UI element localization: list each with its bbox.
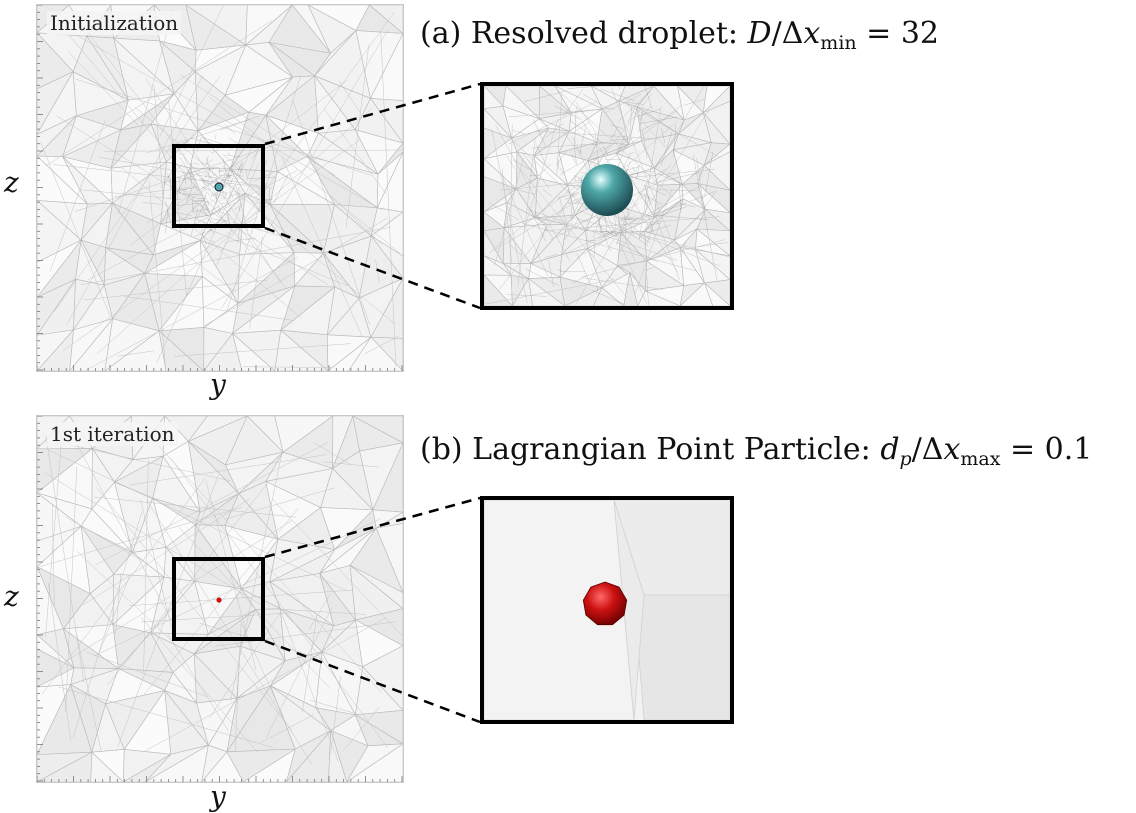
caption-b-sub: max (960, 448, 1000, 470)
panel-a-x-axis-label: y (210, 368, 226, 401)
zoom-inset-b (480, 496, 734, 724)
panel-b-x-axis-label: y (210, 780, 226, 813)
caption-b-prefix: (b) Lagrangian Point Particle: (420, 432, 880, 467)
caption-b-op: /Δ (912, 432, 944, 467)
particle-sphere (583, 582, 626, 625)
caption-b-lhs-sub: p (900, 448, 912, 470)
caption-b-var: x (943, 432, 960, 467)
caption-a-op: /Δ (772, 16, 804, 51)
droplet-sphere (581, 164, 633, 216)
zoom-inset-a (480, 82, 734, 310)
panel-b-tag: 1st iteration (47, 422, 178, 446)
zoom-mesh-b (484, 500, 730, 720)
caption-b-rhs: = 0.1 (1000, 432, 1092, 467)
caption-b-lhs: d (880, 432, 899, 467)
panel-a-caption: (a) Resolved droplet: D/Δxmin = 32 (420, 16, 939, 54)
panel-b-caption: (b) Lagrangian Point Particle: dp/Δxmax … (420, 432, 1092, 470)
zoom-selection-box-b (172, 557, 265, 641)
panel-a-tag: Initialization (47, 11, 181, 35)
panel-a-y-axis-label: z (4, 166, 19, 199)
caption-a-lhs: D (748, 16, 772, 51)
panel-b-y-axis-label: z (4, 580, 19, 613)
caption-a-sub: min (820, 32, 856, 54)
zoom-selection-box-a (172, 144, 265, 228)
caption-a-var: x (803, 16, 820, 51)
caption-a-prefix: (a) Resolved droplet: (420, 16, 748, 51)
zoom-mesh-a (484, 86, 730, 306)
caption-a-rhs: = 32 (857, 16, 939, 51)
